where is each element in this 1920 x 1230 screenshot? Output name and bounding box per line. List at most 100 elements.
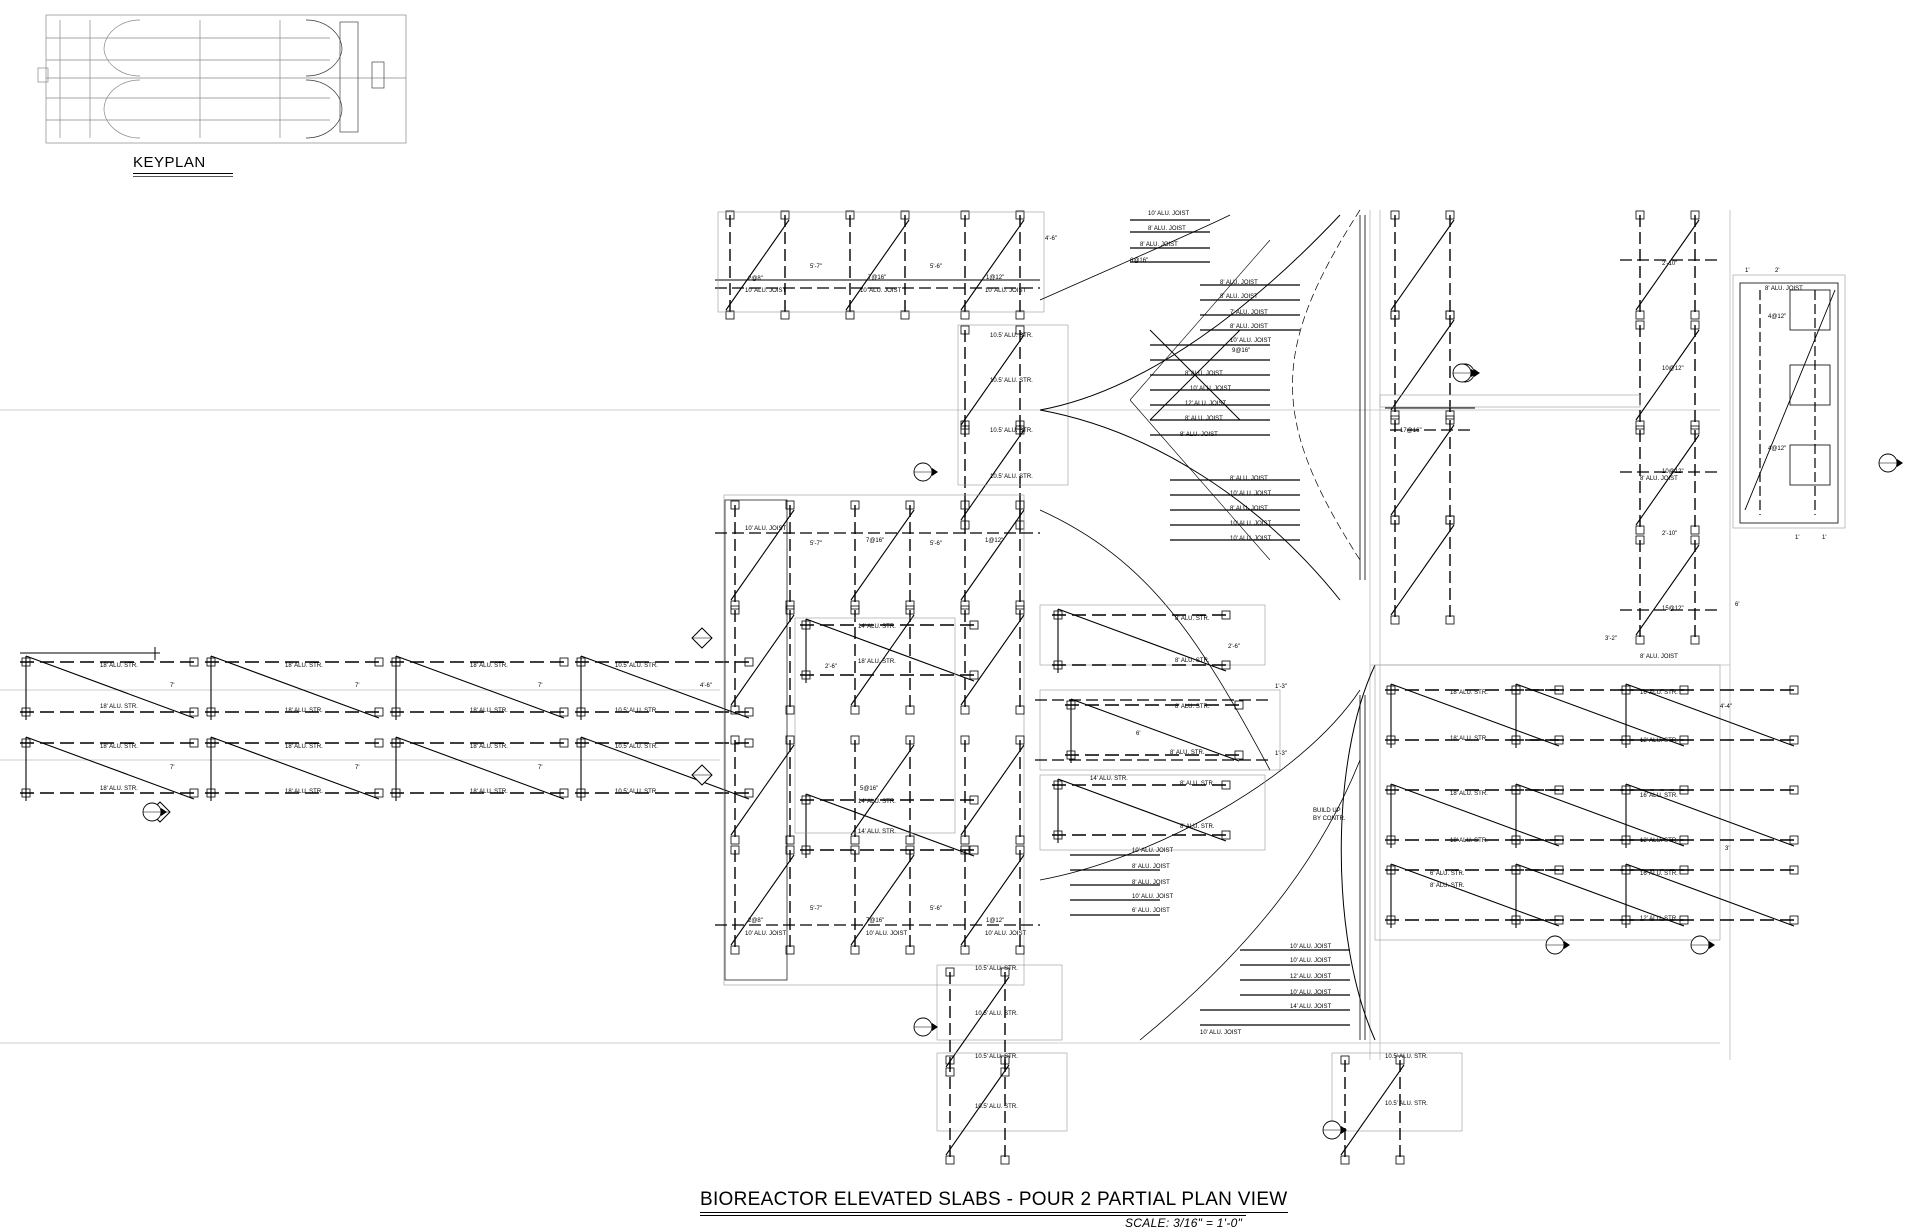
svg-text:10' ALU. JOIST: 10' ALU. JOIST [1190, 386, 1231, 392]
svg-text:8' ALU. JOIST: 8' ALU. JOIST [1640, 654, 1678, 660]
svg-text:8' ALU. JOIST: 8' ALU. JOIST [1765, 286, 1803, 292]
svg-text:8' ALU. JOIST: 8' ALU. JOIST [1230, 476, 1268, 482]
title-underline [700, 1215, 1246, 1216]
svg-text:8' ALU. JOIST: 8' ALU. JOIST [1220, 280, 1258, 286]
svg-text:10.5' ALU. STR.: 10.5' ALU. STR. [975, 1011, 1018, 1017]
keyplan-underline [133, 173, 233, 174]
svg-text:8' ALU. STR.: 8' ALU. STR. [1175, 616, 1210, 622]
svg-text:5@16": 5@16" [860, 786, 878, 792]
svg-text:10' ALU. JOIST: 10' ALU. JOIST [985, 931, 1026, 937]
svg-text:8' ALU. JOIST: 8' ALU. JOIST [1230, 324, 1268, 330]
svg-text:18' ALU. STR.: 18' ALU. STR. [470, 744, 508, 750]
svg-text:14' ALU. STR.: 14' ALU. STR. [858, 829, 896, 835]
svg-text:16' ALU. STR.: 16' ALU. STR. [1640, 871, 1678, 877]
svg-text:10.5' ALU. STR.: 10.5' ALU. STR. [1385, 1054, 1428, 1060]
svg-text:3': 3' [1725, 846, 1729, 852]
svg-text:10' ALU. JOIST: 10' ALU. JOIST [1290, 958, 1331, 964]
svg-text:18' ALU. STR.: 18' ALU. STR. [100, 663, 138, 669]
svg-text:10.5' ALU. STR.: 10.5' ALU. STR. [615, 744, 658, 750]
fan-labels: 10' ALU. JOIST 8' ALU. JOIST 8' ALU. JOI… [1045, 211, 1271, 542]
svg-text:8' ALU. JOIST: 8' ALU. JOIST [1230, 506, 1268, 512]
svg-text:1'-3": 1'-3" [1275, 751, 1287, 757]
svg-text:9@16": 9@16" [1232, 348, 1250, 354]
svg-text:4'-6": 4'-6" [700, 683, 712, 689]
svg-text:5'-6": 5'-6" [930, 906, 942, 912]
svg-text:8' ALU. STR.: 8' ALU. STR. [1175, 658, 1210, 664]
svg-text:10' ALU. JOIST: 10' ALU. JOIST [1230, 491, 1271, 497]
svg-text:2@8": 2@8" [748, 276, 763, 282]
svg-text:18' ALU. STR.: 18' ALU. STR. [1450, 690, 1488, 696]
far-right-frame-labels: 8' ALU. JOIST 4@12" 4@12" 1' 2' 1' 1' [1745, 268, 1826, 541]
svg-text:12' ALU. JOIST: 12' ALU. JOIST [1185, 401, 1226, 407]
svg-text:17@16": 17@16" [1400, 428, 1422, 434]
svg-text:7@16": 7@16" [866, 918, 884, 924]
buildup-note-2: BY CONTR. [1313, 816, 1346, 822]
svg-text:18' ALU. STR.: 18' ALU. STR. [100, 744, 138, 750]
svg-text:18' ALU. STR.: 18' ALU. STR. [1450, 791, 1488, 797]
svg-text:18' ALU. STR.: 18' ALU. STR. [858, 659, 896, 665]
stair-lines [1359, 215, 1366, 1040]
svg-text:10' ALU. JOIST: 10' ALU. JOIST [1132, 848, 1173, 854]
upper-center-labels: 2@8" 5'-7" 5'-6" 7@16" 1@12" 10' ALU. JO… [745, 264, 1033, 480]
middle-right-bays [1035, 604, 1281, 851]
svg-text:7@16": 7@16" [868, 275, 886, 281]
svg-text:14' ALU. JOIST: 14' ALU. JOIST [1290, 1004, 1331, 1010]
svg-text:2'-6": 2'-6" [1228, 644, 1240, 650]
svg-text:16' ALU. STR.: 16' ALU. STR. [1640, 690, 1678, 696]
svg-text:10@12": 10@12" [1662, 366, 1684, 372]
svg-text:10.5' ALU. STR.: 10.5' ALU. STR. [975, 966, 1018, 972]
keyplan-underline-2 [133, 176, 233, 177]
left-bridge-bays [19, 647, 756, 802]
svg-text:5'-6": 5'-6" [930, 264, 942, 270]
svg-text:10.5' ALU. STR.: 10.5' ALU. STR. [990, 474, 1033, 480]
svg-text:10.5' ALU. STR.: 10.5' ALU. STR. [975, 1054, 1018, 1060]
svg-text:7' ALU. JOIST: 7' ALU. JOIST [1230, 310, 1268, 316]
svg-text:6': 6' [1735, 602, 1739, 608]
title-block: BIOREACTOR ELEVATED SLABS - POUR 2 PARTI… [700, 1189, 1288, 1230]
svg-text:4'-6": 4'-6" [1045, 236, 1057, 242]
svg-text:6' ALU. STR.: 6' ALU. STR. [1430, 871, 1465, 877]
svg-text:15@12": 15@12" [1662, 606, 1684, 612]
svg-text:1': 1' [1745, 268, 1749, 274]
far-right-frame [1732, 274, 1846, 529]
svg-text:10' ALU. JOIST: 10' ALU. JOIST [1230, 521, 1271, 527]
lower-fan [1070, 854, 1350, 1026]
svg-text:2@8": 2@8" [748, 918, 763, 924]
svg-text:7': 7' [170, 765, 174, 771]
svg-text:7': 7' [170, 683, 174, 689]
svg-text:10.5' ALU. STR.: 10.5' ALU. STR. [1385, 1101, 1428, 1107]
svg-text:8' ALU. STR.: 8' ALU. STR. [1170, 750, 1205, 756]
svg-text:8' ALU. JOIST: 8' ALU. JOIST [1148, 226, 1186, 232]
lower-right-labels: 18' ALU. STR. 18' ALU. STR. 16' ALU. STR… [1430, 690, 1732, 922]
svg-text:1': 1' [1822, 535, 1826, 541]
svg-text:10' ALU. JOIST: 10' ALU. JOIST [1290, 944, 1331, 950]
right-column-labels: 17@16" [1400, 428, 1422, 434]
svg-text:1@12": 1@12" [986, 918, 1004, 924]
svg-text:8' ALU. JOIST: 8' ALU. JOIST [1140, 242, 1178, 248]
right-column-bays [1385, 210, 1475, 625]
svg-text:18' ALU. STR.: 18' ALU. STR. [100, 704, 138, 710]
svg-text:8' ALU. JOIST: 8' ALU. JOIST [1132, 864, 1170, 870]
svg-text:12' ALU. JOIST: 12' ALU. JOIST [1290, 974, 1331, 980]
svg-text:10.5' ALU. STR.: 10.5' ALU. STR. [615, 663, 658, 669]
svg-text:8' ALU. STR.: 8' ALU. STR. [1175, 704, 1210, 710]
svg-text:12' ALU. STR.: 12' ALU. STR. [1640, 738, 1678, 744]
svg-text:8' ALU. JOIST: 8' ALU. JOIST [1640, 476, 1678, 482]
svg-text:10' ALU. JOIST: 10' ALU. JOIST [1200, 1030, 1241, 1036]
svg-text:10.5' ALU. STR.: 10.5' ALU. STR. [975, 1104, 1018, 1110]
bottom-blocks [936, 964, 1463, 1165]
svg-text:10' ALU. JOIST: 10' ALU. JOIST [745, 526, 786, 532]
svg-text:5'-7": 5'-7" [810, 906, 822, 912]
svg-text:10' ALU. JOIST: 10' ALU. JOIST [1290, 990, 1331, 996]
svg-text:10' ALU. JOIST: 10' ALU. JOIST [866, 931, 907, 937]
svg-text:6' ALU. JOIST: 6' ALU. JOIST [1132, 908, 1170, 914]
svg-text:8' ALU. STR.: 8' ALU. STR. [1430, 883, 1465, 889]
middle-center-bays [715, 494, 1040, 986]
svg-text:7@16": 7@16" [866, 538, 884, 544]
svg-text:14' ALU. STR.: 14' ALU. STR. [858, 799, 896, 805]
svg-text:16' ALU. STR.: 16' ALU. STR. [1640, 793, 1678, 799]
svg-text:1@12": 1@12" [985, 538, 1003, 544]
svg-text:10.5' ALU. STR.: 10.5' ALU. STR. [615, 708, 658, 714]
svg-text:18' ALU. STR.: 18' ALU. STR. [470, 708, 508, 714]
